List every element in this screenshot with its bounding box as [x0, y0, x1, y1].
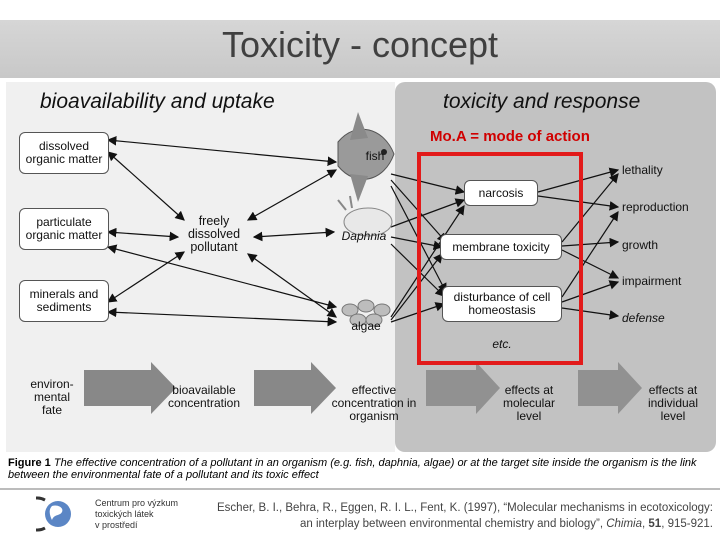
organism-daphnia: Daphnia [341, 229, 387, 243]
flow-environmental-fate: environ- mental fate [30, 377, 74, 417]
mechanism-etc: etc. [492, 337, 512, 351]
flow-effective-concentration: effective concentration in organism [331, 383, 417, 423]
arrow-dom-center [107, 151, 185, 221]
moa-frame [417, 152, 583, 365]
response-growth: growth [622, 238, 659, 252]
flow-arrow-3 [426, 362, 500, 414]
moa-label: Mo.A = mode of action [430, 128, 590, 145]
arrow-center-fish [246, 169, 338, 221]
citation-separator: , [642, 518, 649, 530]
arrow-min-algae [106, 307, 338, 327]
response-defense: defense [622, 311, 665, 325]
citation-line-1: Escher, B. I., Behra, R., Eggen, R. I. L… [217, 502, 713, 514]
arrow-center-daphnia [252, 227, 336, 242]
caption-text: The effective concentration of a polluta… [8, 457, 697, 481]
source-minerals-and-sediments: minerals and sediments [19, 280, 109, 322]
slide-title: Toxicity - concept [221, 24, 499, 65]
globe-logo-icon [36, 496, 71, 532]
arrow-center-algae [247, 253, 337, 318]
arrow-min-center [106, 251, 186, 303]
arrows-layer [84, 112, 642, 414]
flow-arrow-1 [84, 362, 176, 414]
fish-icon [337, 112, 395, 202]
source-particulate-organic-matter: particulate organic matter [19, 208, 109, 250]
figure: bioavailability and uptake toxicity and … [6, 82, 716, 452]
algae-icon [341, 299, 391, 327]
organism-algae: algae [351, 319, 381, 333]
freely-dissolved-pollutant: freely dissolved pollutant [187, 214, 241, 254]
response-lethality: lethality [622, 163, 663, 177]
flow-individual-level: effects at individual level [647, 383, 699, 423]
logo-text: Centrum pro výzkum toxických látek v pro… [95, 498, 178, 531]
right-heading: toxicity and response [443, 90, 641, 113]
citation-volume: 51 [648, 518, 662, 530]
source-dissolved-organic-matter: dissolved organic matter [19, 132, 109, 174]
citation-journal: Chimia [606, 518, 643, 530]
citation-line-2: an interplay between environmental chemi… [185, 516, 713, 532]
flow-molecular-level: effects at molecular level [502, 383, 556, 423]
figure-caption: Figure 1 The effective concentration of … [8, 457, 708, 483]
logo-text-line-1: Centrum pro výzkum [95, 498, 179, 508]
arrow-dom-fish [106, 136, 338, 166]
flow-arrow-2 [254, 362, 336, 414]
citation-pages: , 915-921. [661, 518, 713, 530]
logo-text-line-2: toxických látek [95, 509, 154, 519]
arrow-pom-center [106, 227, 180, 242]
daphnia-icon [337, 195, 393, 237]
mechanism-membrane-toxicity: membrane toxicity [440, 234, 562, 260]
flow-bioavailable-concentration: bioavailable concentration [167, 383, 241, 410]
organism-fish: fish [365, 149, 385, 163]
response-reproduction: reproduction [622, 200, 689, 214]
title-bar [0, 0, 720, 78]
flow-arrow-4 [578, 362, 642, 414]
footer-divider [0, 488, 720, 490]
mechanism-narcosis: narcosis [464, 180, 538, 206]
citation: Escher, B. I., Behra, R., Eggen, R. I. L… [185, 500, 713, 532]
caption-label: Figure 1 [8, 457, 51, 469]
left-heading: bioavailability and uptake [40, 90, 275, 113]
citation-line-2-text: an interplay between environmental chemi… [300, 518, 607, 530]
response-impairment: impairment [622, 274, 682, 288]
arrow-pom-daphnia [106, 244, 338, 310]
mechanism-cell-homeostasis: disturbance of cell homeostasis [442, 286, 562, 322]
logo-text-line-3: v prostředí [95, 520, 138, 530]
